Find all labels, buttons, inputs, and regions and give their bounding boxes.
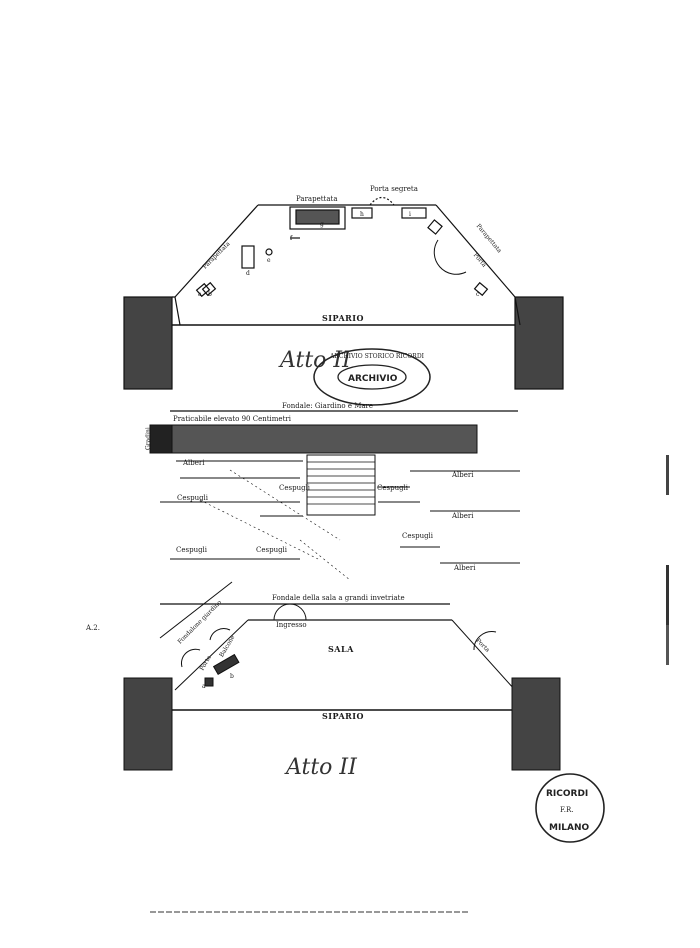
round-stamp-mark: F.R. — [560, 806, 574, 814]
round-stamp-city: MILANO — [549, 823, 590, 833]
label-praticabile: Praticabile elevato 90 Centimetri — [173, 415, 292, 423]
proscenium-left-block-2 — [123, 677, 173, 771]
letter-a: a — [198, 291, 202, 298]
label-fondale-sala: Fondale della sala a grandi invetriate — [272, 594, 405, 602]
label-porta-right-2: Porta — [474, 637, 491, 654]
label-cespugli-1: Cespugli — [279, 484, 311, 492]
label-alberi-4: Alberi — [453, 564, 476, 572]
label-fondalone: Fondalone giardino — [176, 599, 223, 646]
letter-b-2: b — [230, 673, 234, 680]
act1-labels: Parapettata Porta segreta Parapettata Pa… — [198, 185, 503, 373]
archive-stamp-ring: ARCHIVIO STORICO RICORDI — [329, 353, 425, 360]
label-cespugli-6: Cespugli — [256, 546, 288, 554]
table-d — [241, 245, 255, 269]
letter-c: c — [476, 291, 480, 298]
label-ingresso: Ingresso — [276, 621, 307, 629]
archive-stamp: ARCHIVIO ARCHIVIO STORICO RICORDI — [313, 348, 431, 406]
label-sipario-top: SIPARIO — [322, 313, 364, 323]
praticabile-platform — [149, 424, 478, 454]
label-alberi-1: Alberi — [182, 459, 205, 467]
round-stamp-text: RICORDI — [546, 789, 588, 799]
letter-d: d — [246, 270, 250, 277]
act1-plan — [123, 196, 564, 390]
label-cespugli-2: Cespugli — [377, 484, 409, 492]
archive-stamp-text: ARCHIVIO — [348, 374, 398, 384]
letter-i: i — [409, 211, 411, 218]
label-alberi-2: Alberi — [451, 471, 474, 479]
margin-note: A.2. — [85, 624, 100, 632]
proscenium-right-block-2 — [511, 677, 561, 771]
label-parapettata-left: Parapettata — [201, 240, 231, 270]
label-parapettata-top: Parapettata — [296, 195, 338, 203]
letter-a-2: a — [202, 683, 206, 690]
furniture-i — [401, 207, 427, 219]
label-parapettata-right: Parapettata — [475, 223, 503, 255]
label-sala: SALA — [328, 644, 354, 654]
label-gradini: Gradini — [145, 427, 152, 450]
letter-g: g — [320, 221, 324, 228]
proscenium-left-block — [123, 296, 173, 390]
furniture-b — [212, 653, 240, 676]
label-porta-left: Porta — [199, 654, 213, 672]
label-sipario-bottom: SIPARIO — [322, 711, 364, 721]
handwritten-atto-top: Atto II — [278, 348, 352, 373]
proscenium-right-block — [514, 296, 564, 390]
label-porta-right: Porta — [472, 252, 488, 269]
round-stamp: RICORDI F.R. MILANO — [535, 773, 605, 843]
letter-b: b — [208, 291, 212, 298]
label-cespugli-4: Cespugli — [402, 532, 434, 540]
handwritten-atto-bottom: Atto II — [284, 755, 358, 780]
letter-h: h — [360, 211, 364, 218]
label-cespugli-5: Cespugli — [176, 546, 208, 554]
letter-e: e — [267, 257, 271, 264]
furniture-h — [351, 207, 373, 219]
act2-plan — [123, 410, 561, 771]
label-alberi-3: Alberi — [451, 512, 474, 520]
scan-edge-artifacts — [150, 455, 669, 913]
central-stairs — [306, 454, 376, 516]
gradini-steps — [149, 424, 173, 454]
label-fondale-top: Fondale: Giardino e Mare — [282, 402, 373, 410]
label-porta-segreta: Porta segreta — [370, 185, 418, 193]
label-cespugli-3: Cespugli — [177, 494, 209, 502]
letter-f: f — [290, 235, 293, 242]
furniture-a — [204, 677, 214, 687]
